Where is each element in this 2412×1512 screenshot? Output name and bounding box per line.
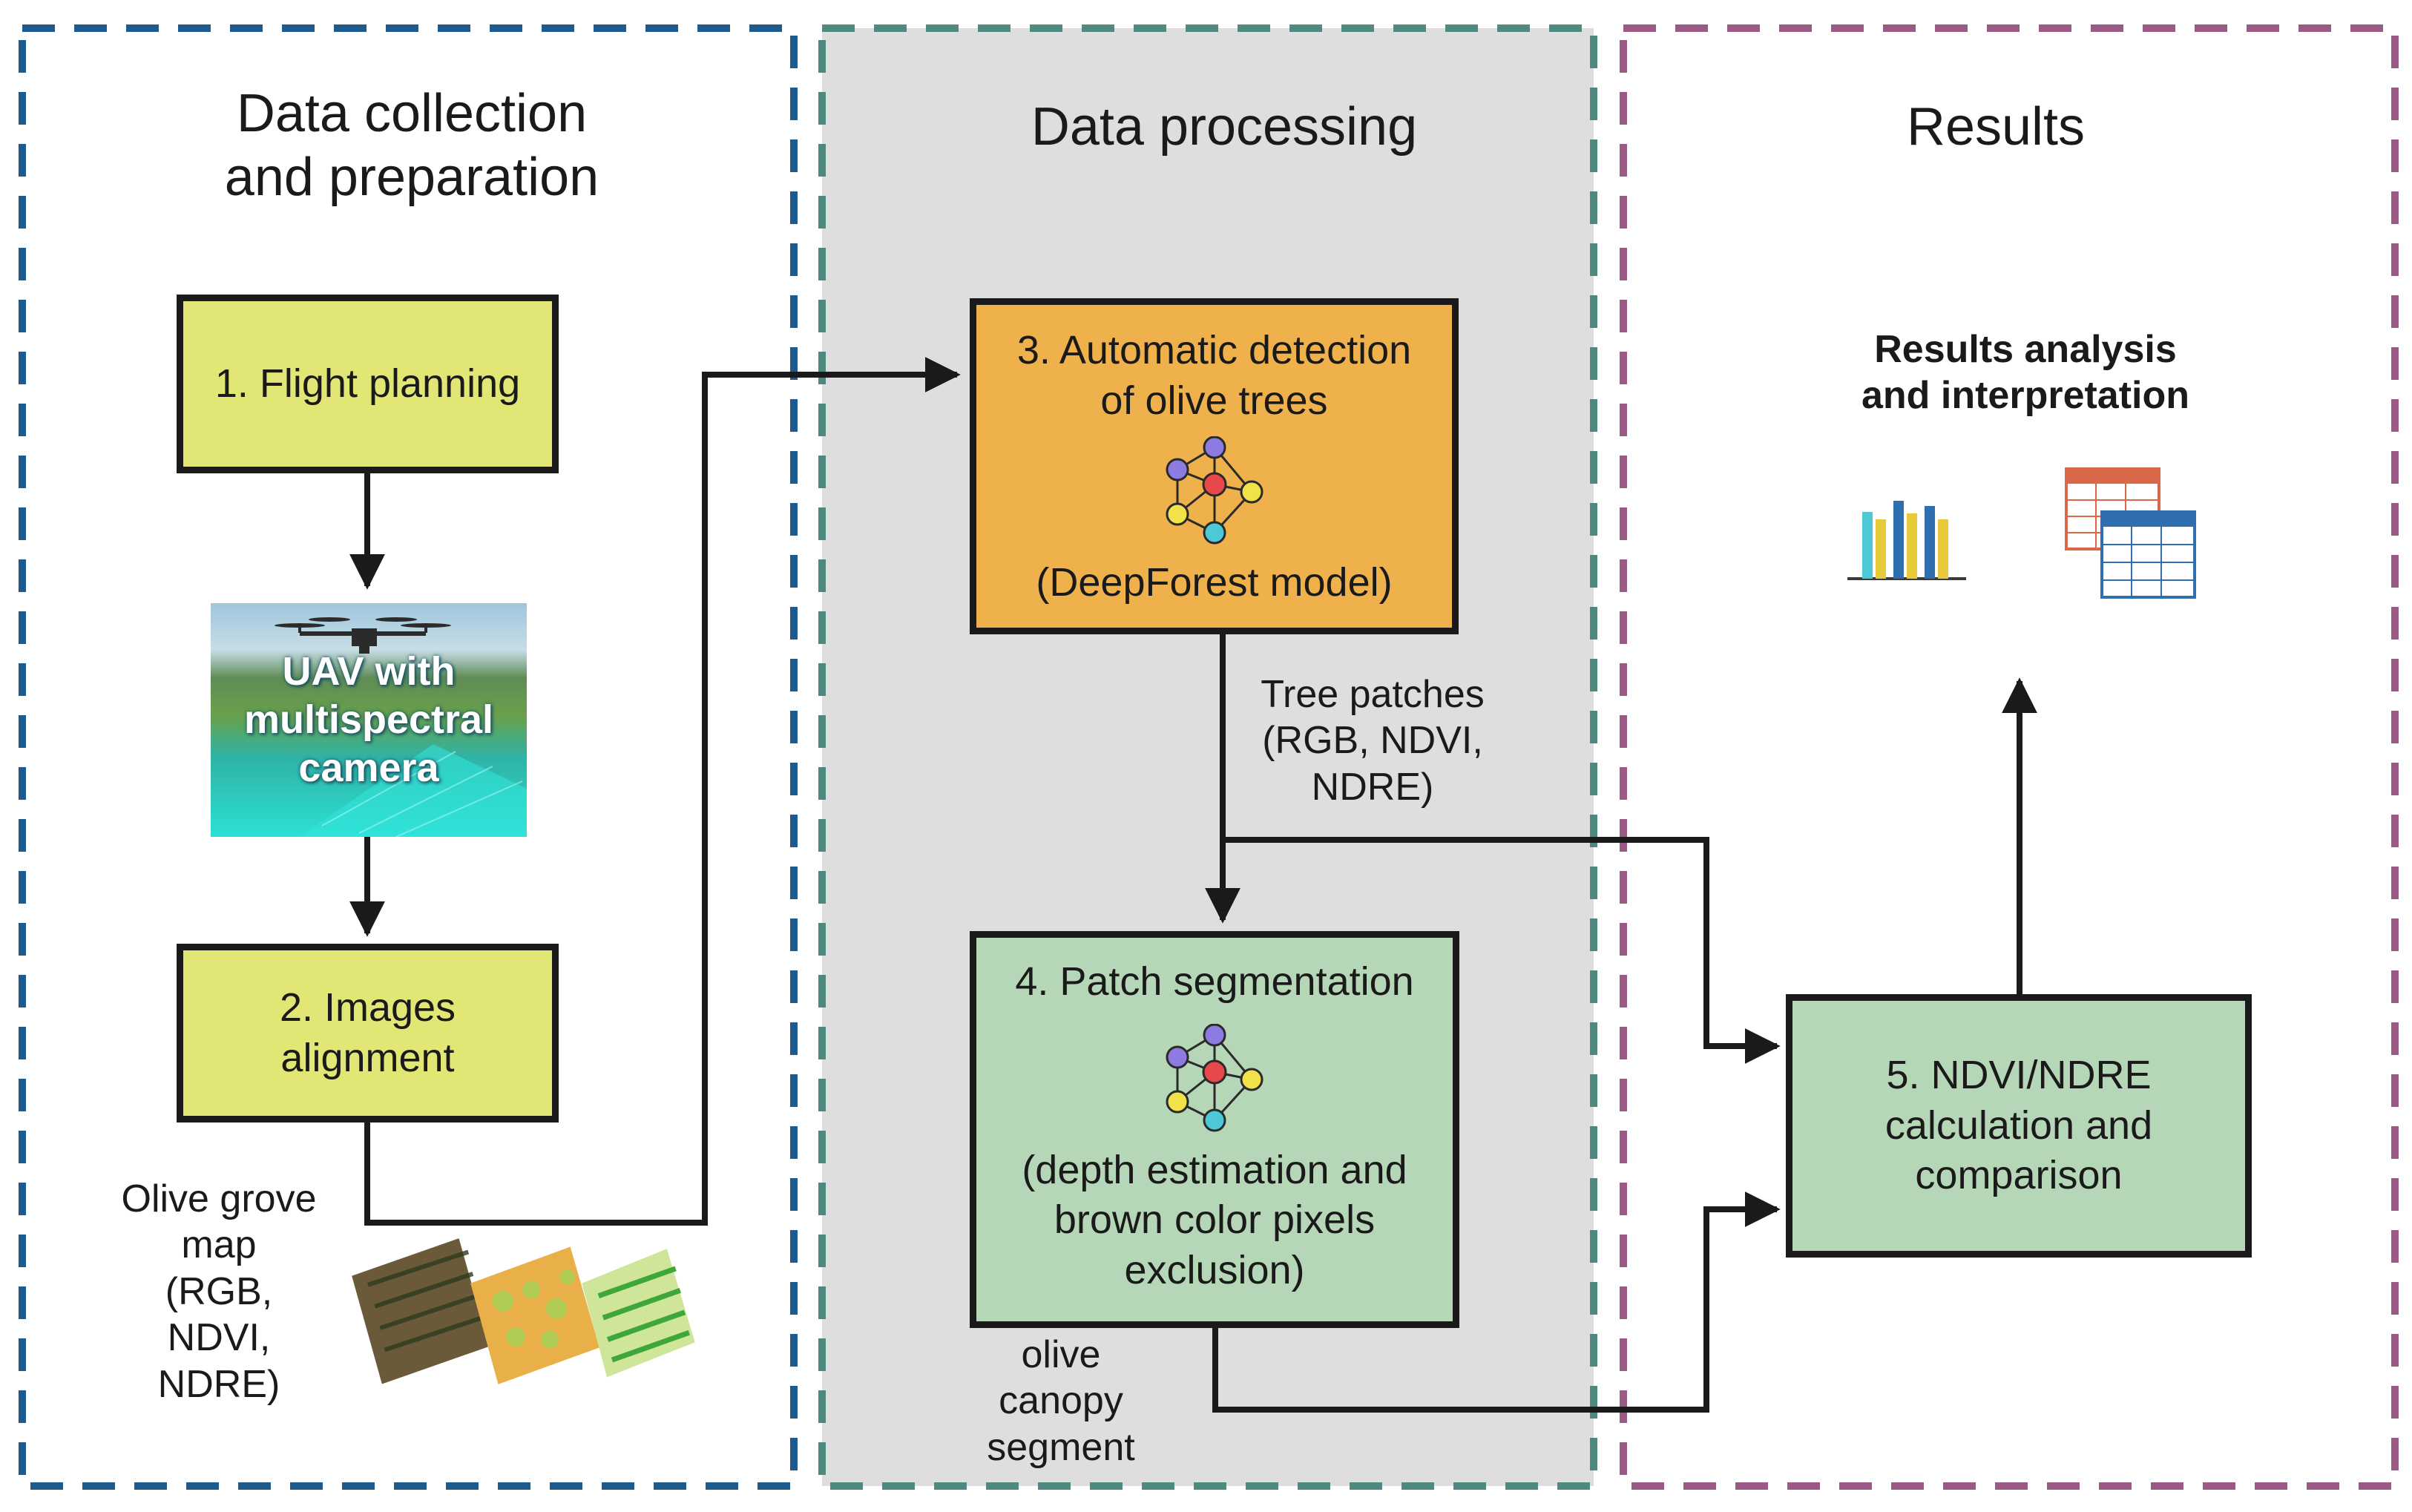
segmentation-box: 4. Patch segmentation (depth estimation … bbox=[970, 931, 1459, 1328]
uav-photo-caption: UAV with multispectral camera bbox=[243, 649, 494, 790]
results-analysis-label: Results analysis and interpretation bbox=[1861, 328, 2190, 418]
ndvi-calculation-box: 5. NDVI/NDRE calculation and comparison bbox=[1786, 994, 2252, 1258]
map-ndre bbox=[582, 1249, 695, 1378]
arrow-patches-to-calculation bbox=[1223, 837, 1781, 1064]
ndvi-calculation-label: 5. NDVI/NDRE calculation and comparison bbox=[1884, 1053, 2153, 1198]
results-panel-title: Results bbox=[1906, 97, 2086, 157]
uav-photo: UAV with multispectral camera bbox=[211, 603, 527, 837]
neural-network-icon bbox=[1166, 436, 1263, 545]
images-alignment-label: 2. Images alignment bbox=[279, 985, 456, 1080]
flight-planning-box: 1. Flight planning bbox=[177, 295, 559, 473]
collection-panel-title: Data collection and preparation bbox=[224, 84, 599, 208]
map-ndvi bbox=[470, 1246, 599, 1384]
segmentation-title: 4. Patch segmentation bbox=[1015, 959, 1414, 1004]
neural-network-icon bbox=[1166, 1023, 1263, 1131]
drone-icon bbox=[275, 617, 451, 654]
arrow-segment-to-calculation bbox=[1212, 1191, 1781, 1413]
processing-panel-title: Data processing bbox=[1031, 97, 1418, 157]
detection-box: 3. Automatic detection of olive trees (D… bbox=[970, 298, 1459, 634]
map-rgb bbox=[352, 1238, 490, 1384]
detection-title: 3. Automatic detection of olive trees bbox=[1016, 328, 1412, 423]
detection-subtitle: (DeepForest model) bbox=[1036, 560, 1393, 605]
olive-grove-map-label: Olive grove map (RGB, NDVI, NDRE) bbox=[121, 1177, 317, 1406]
images-alignment-box: 2. Images alignment bbox=[177, 944, 559, 1123]
collection-panel-border bbox=[19, 24, 798, 1490]
segmentation-subtitle: (depth estimation and brown color pixels… bbox=[1022, 1147, 1407, 1292]
flight-planning-label: 1. Flight planning bbox=[214, 361, 521, 406]
uav-scene bbox=[275, 617, 527, 837]
processing-panel-border bbox=[818, 24, 1597, 1490]
tree-patches-label: Tree patches (RGB, NDVI, NDRE) bbox=[1261, 673, 1485, 809]
results-panel-border bbox=[1620, 24, 2399, 1490]
arrow-alignment-to-detection bbox=[364, 357, 961, 1226]
olive-canopy-label: olive canopy segment bbox=[987, 1333, 1135, 1469]
